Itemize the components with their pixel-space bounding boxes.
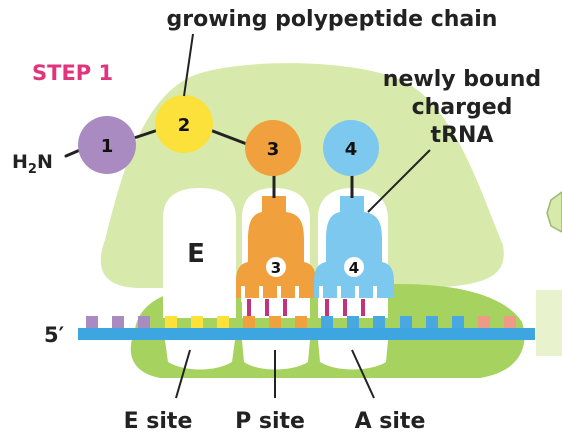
- trna-a-site: [314, 196, 394, 298]
- adjacent-ribosome-edge-lower: [536, 290, 562, 356]
- diagram-title: growing polypeptide chain: [167, 7, 498, 32]
- base-pairs-p: [247, 299, 287, 316]
- amino-terminus-h: H: [12, 151, 28, 173]
- trna-p-legs: [241, 286, 299, 302]
- e-site-pocket: [163, 188, 236, 318]
- a-site-label: A site: [355, 409, 426, 434]
- amino-acid-attachments: [272, 174, 354, 198]
- amino-acid-3-number: 3: [267, 139, 280, 160]
- e-site-bottom: [165, 340, 235, 370]
- amino-acid-4: [323, 120, 379, 176]
- trna-p-site: [236, 196, 316, 298]
- base-pairs-a: [325, 299, 365, 316]
- e-site-label: E site: [124, 409, 193, 434]
- mrna-bases: [86, 316, 516, 328]
- amino-terminus-subscript: 2: [28, 162, 37, 177]
- title-leader-line: [183, 33, 194, 97]
- amino-acid-2-number: 2: [178, 115, 191, 136]
- e-site-letter: E: [187, 239, 205, 269]
- new-trna-label-line2: charged: [412, 95, 513, 120]
- new-trna-label-line3: tRNA: [431, 123, 494, 148]
- amino-acid-3: [245, 120, 301, 176]
- new-trna-label-line1: newly bound: [383, 67, 541, 92]
- adjacent-ribosome-edge: [546, 191, 562, 233]
- trna-a-legs: [319, 286, 377, 302]
- amino-acid-1-number: 1: [101, 136, 114, 157]
- amino-acid-2: [155, 95, 213, 153]
- a-site-bottom: [318, 340, 388, 370]
- trna-p-anticodon-badge: [266, 257, 286, 277]
- trna-a-anticodon-number: 4: [349, 259, 359, 277]
- mrna-5prime-label: 5′: [44, 323, 65, 347]
- site-leader-lines: [175, 349, 375, 399]
- p-site-label: P site: [235, 409, 305, 434]
- amino-acid-1: [78, 116, 136, 174]
- trna-p-anticodon-number: 3: [271, 259, 281, 277]
- trna-a-anticodon-badge: [344, 257, 364, 277]
- amino-acid-4-number: 4: [345, 139, 358, 160]
- amino-terminus-label: H2N: [12, 151, 53, 177]
- mrna-strand: [78, 328, 535, 340]
- peptide-bonds: [64, 128, 254, 158]
- new-trna-leader-line: [367, 149, 431, 213]
- step-label: STEP 1: [32, 61, 113, 85]
- amino-terminus-n: N: [37, 151, 53, 173]
